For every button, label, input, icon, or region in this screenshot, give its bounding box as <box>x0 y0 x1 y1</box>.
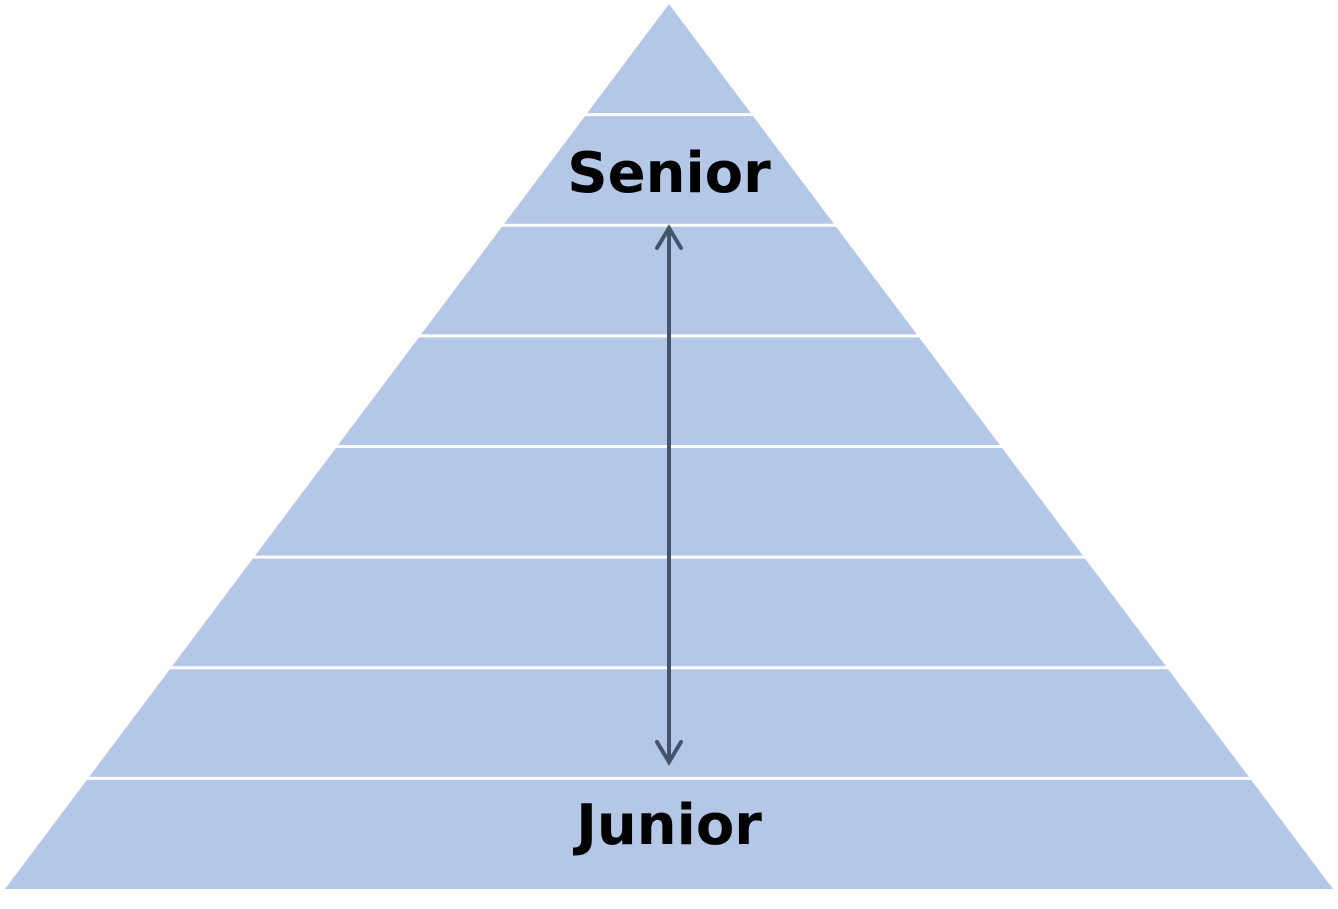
arrow-head-down <box>655 740 683 766</box>
arrow-head-up <box>655 224 683 250</box>
pyramid-tier-2 <box>504 116 834 224</box>
top-label: Senior <box>567 141 771 206</box>
pyramid-tier-8 <box>5 779 1333 889</box>
bottom-label: Junior <box>572 793 762 858</box>
seniority-arrow <box>655 224 683 766</box>
pyramid-tier-1 <box>587 4 751 114</box>
